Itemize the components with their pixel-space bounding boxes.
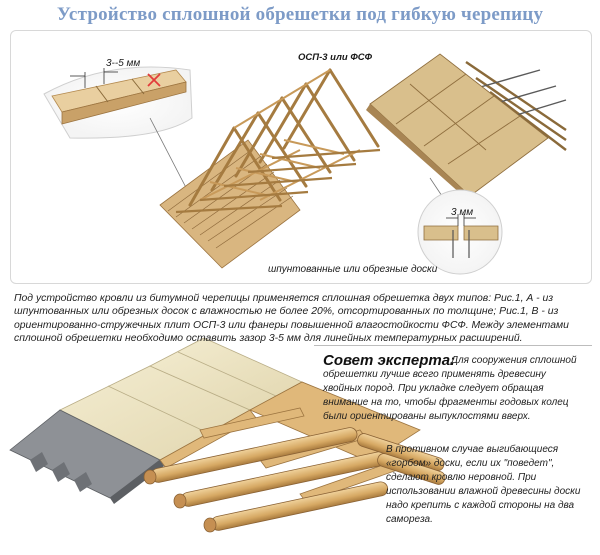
expert-advice-heading: Совет эксперта: xyxy=(323,352,456,369)
gap-dimension-label: 3--5 мм xyxy=(106,58,141,69)
caption-divider xyxy=(314,345,592,346)
osb-label: ОСП-3 или ФСФ xyxy=(298,52,373,63)
caption-text: Под устройство кровли из битумной черепи… xyxy=(14,293,569,345)
page-title: Устройство сплошной обрешетки под гибкую… xyxy=(56,4,544,25)
expert-advice-paragraph-2: В противном случае выгибающиеся «горбом»… xyxy=(386,444,581,525)
osb-sheathing-drawing xyxy=(366,53,567,209)
boards-label: шпунтованные или обрезные доски xyxy=(268,264,438,275)
wrong-mark-icon xyxy=(147,73,161,87)
roof-logs-drawing xyxy=(9,337,446,533)
board-gap-detail xyxy=(43,66,196,206)
gap-3mm-detail xyxy=(417,189,503,275)
expert-advice-paragraph-1: Для сооружения сплошной обрешетки лучше … xyxy=(323,355,577,422)
gap-3mm-label: 3 мм xyxy=(451,207,474,218)
rafter-truss-drawing xyxy=(159,68,381,269)
